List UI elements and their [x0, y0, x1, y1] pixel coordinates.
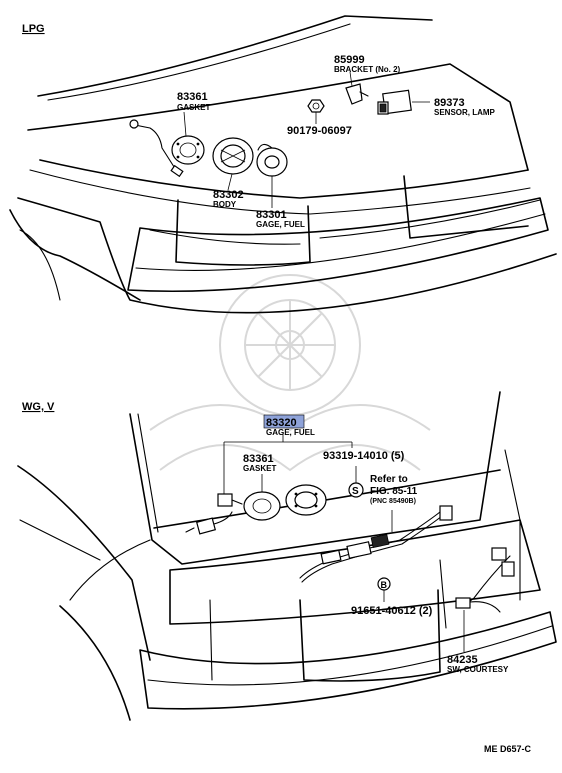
screw-marker: S [348, 482, 364, 498]
part-number-89373: 89373 [434, 97, 465, 109]
diagram-code: ME D657-C [484, 744, 532, 754]
part-number-84235: 84235 [447, 654, 478, 666]
section-label-lpg: LPG [22, 23, 45, 35]
leader-lines-top [183, 71, 430, 208]
reference-pnc: (PNC 85490B) [370, 498, 416, 505]
sender-wire-assembly [129, 119, 184, 178]
reference-figure-link[interactable]: FIG. 85-11 [370, 486, 418, 497]
part-name-gasket-top: GASKET [177, 103, 210, 112]
part-number-90179-06097: 90179-06097 [287, 125, 352, 137]
nut-90179-06097 [307, 99, 325, 113]
part-name-bracket: BRACKET (No. 2) [334, 65, 401, 74]
part-name-gage-fuel-bottom: GAGE, FUEL [266, 428, 315, 437]
gage-83301 [256, 143, 288, 177]
screw-marker-letter: S [352, 486, 359, 497]
part-number-93319-14010: 93319-14010 (5) [323, 450, 405, 462]
sedan-body-outline [9, 15, 557, 314]
part-number-83301: 83301 [256, 209, 287, 221]
sensor-lamp-89373 [377, 89, 412, 115]
part-number-83361-bottom: 83361 [243, 453, 274, 465]
bolt-marker: B [377, 577, 391, 591]
wire-harness [185, 505, 453, 583]
gage-unit-bottom [285, 484, 327, 516]
highlight-83320 [263, 414, 305, 429]
bolt-marker-letter: B [381, 580, 388, 590]
reference-line-1: Refer to [370, 474, 408, 485]
bracket-85999 [345, 83, 369, 105]
gasket-83361-top [171, 135, 205, 165]
part-name-sensor-lamp: SENSOR, LAMP [434, 108, 496, 117]
gasket-83361-bottom [243, 491, 281, 521]
watermark-emblem [149, 274, 431, 472]
part-number-85999: 85999 [334, 54, 365, 66]
part-number-83361-top: 83361 [177, 91, 208, 103]
part-number-91651-40612: 91651-40612 (2) [351, 605, 433, 617]
part-name-body: BODY [213, 200, 237, 209]
part-name-gage-fuel-top: GAGE, FUEL [256, 220, 305, 229]
part-number-83320: 83320 [266, 417, 297, 429]
part-name-sw-courtesy: SW, COURTESY [447, 665, 509, 674]
sender-unit-assembly [195, 493, 243, 535]
section-label-wg-v: WG, V [22, 401, 55, 413]
body-83302 [212, 137, 254, 175]
courtesy-switch-assembly [455, 547, 515, 613]
part-name-gasket-bottom: GASKET [243, 464, 276, 473]
leader-lines-bottom [223, 434, 465, 652]
part-number-83302: 83302 [213, 189, 244, 201]
